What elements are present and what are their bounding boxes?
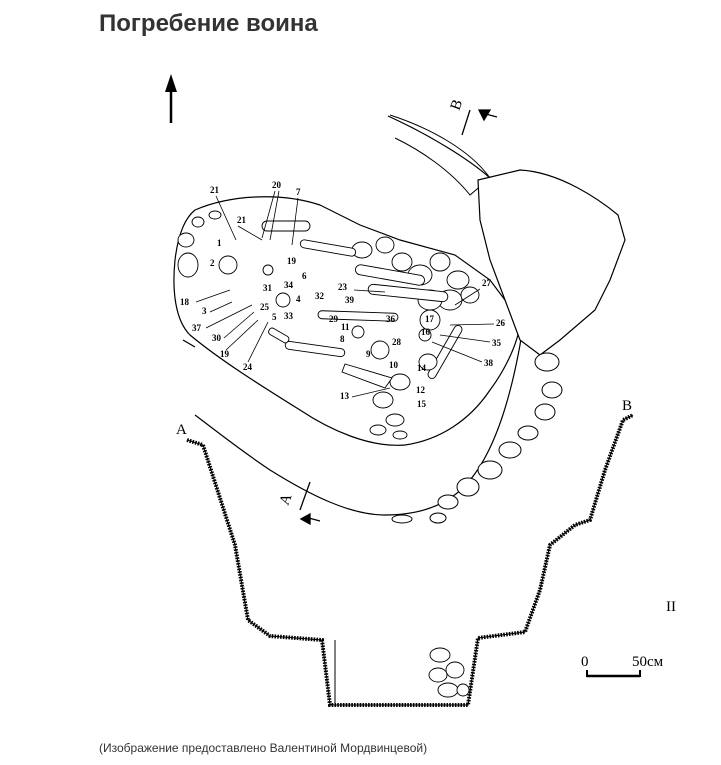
north-arrow-icon bbox=[165, 74, 177, 123]
find-label: 8 bbox=[340, 334, 345, 344]
find-label: 3 bbox=[202, 306, 207, 316]
find-label: 1 bbox=[217, 238, 222, 248]
find-label: 12 bbox=[416, 385, 426, 395]
find-label: 21 bbox=[210, 185, 220, 195]
skeleton-bones bbox=[261, 220, 463, 379]
section-label-b-arrow: B bbox=[448, 97, 466, 112]
find-label: 9 bbox=[366, 349, 371, 359]
find-label: 19 bbox=[220, 349, 230, 359]
find-label: 20 bbox=[272, 180, 282, 190]
cross-section-stones bbox=[428, 647, 470, 698]
find-label: 4 bbox=[296, 294, 301, 304]
large-stone bbox=[477, 169, 626, 356]
find-label: 26 bbox=[496, 318, 506, 328]
section-marker-a bbox=[182, 339, 321, 526]
section-roman-label: II bbox=[666, 599, 676, 615]
scale-bar: 0 50см bbox=[581, 654, 664, 678]
image-credit-caption: (Изображение предоставлено Валентиной Мо… bbox=[99, 741, 428, 755]
find-label: 25 bbox=[260, 302, 270, 312]
find-label: 14 bbox=[417, 363, 427, 373]
find-label: 28 bbox=[392, 337, 402, 347]
section-label-a-arrow: A bbox=[277, 492, 296, 508]
section-line-b bbox=[389, 114, 491, 179]
section-label-a: A bbox=[176, 422, 187, 438]
find-label: 37 bbox=[192, 323, 202, 333]
scale-zero-label: 0 bbox=[581, 654, 589, 670]
leader-lines bbox=[195, 190, 495, 398]
grave-inner-outline bbox=[173, 196, 521, 446]
stone-row-right bbox=[391, 352, 563, 524]
section-label-b: B bbox=[622, 398, 632, 414]
find-label: 33 bbox=[284, 311, 294, 321]
find-label: 38 bbox=[484, 358, 494, 368]
find-label: 10 bbox=[389, 360, 399, 370]
find-label: 19 bbox=[287, 256, 297, 266]
find-label: 29 bbox=[329, 314, 339, 324]
find-label: 32 bbox=[315, 291, 325, 301]
find-label: 15 bbox=[417, 399, 427, 409]
find-label: 21 bbox=[237, 215, 247, 225]
find-label: 17 bbox=[425, 314, 435, 324]
find-label: 23 bbox=[338, 282, 348, 292]
small-finds bbox=[218, 255, 441, 391]
find-label: 35 bbox=[492, 338, 502, 348]
find-label: 24 bbox=[243, 362, 253, 372]
grave-outer-line bbox=[394, 137, 491, 196]
scale-end-label: 50см bbox=[632, 654, 664, 670]
find-label: 7 bbox=[296, 187, 301, 197]
find-label: 5 bbox=[272, 312, 277, 322]
find-label: 31 bbox=[263, 283, 273, 293]
find-number-labels: 21 1 2 3 4 5 6 7 8 9 10 11 12 13 14 15 1… bbox=[180, 180, 506, 409]
find-label: 39 bbox=[345, 295, 355, 305]
find-label: 36 bbox=[386, 314, 396, 324]
find-label: 6 bbox=[302, 271, 307, 281]
find-label: 13 bbox=[340, 391, 350, 401]
section-marker-b bbox=[461, 109, 498, 136]
page-title: Погребение воина bbox=[99, 10, 318, 37]
find-label: 27 bbox=[482, 278, 492, 288]
find-label: 30 bbox=[212, 333, 222, 343]
find-label: 11 bbox=[341, 322, 350, 332]
find-label: 18 bbox=[180, 297, 190, 307]
find-label: 34 bbox=[284, 280, 294, 290]
find-label: 16 bbox=[421, 327, 431, 337]
find-label: 2 bbox=[210, 258, 215, 268]
